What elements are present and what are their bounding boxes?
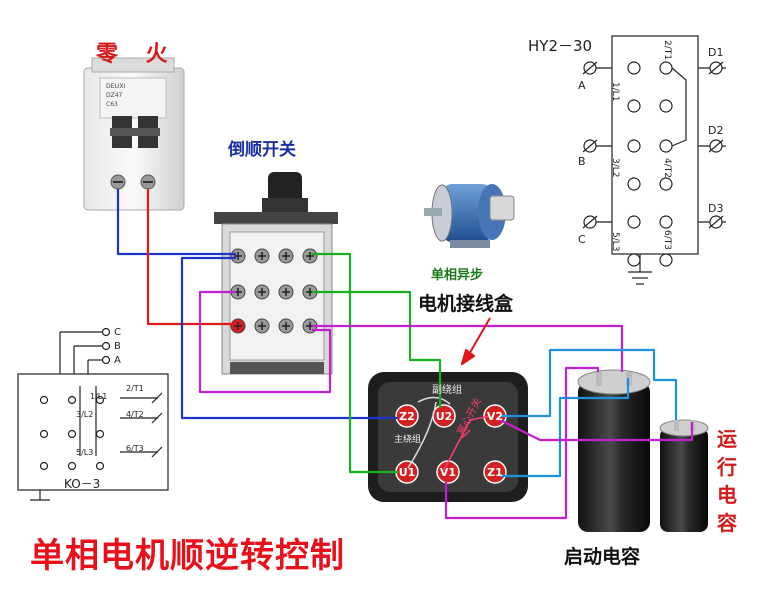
hy-contact xyxy=(659,99,673,113)
hy-inner-label: 6/T3 xyxy=(662,230,672,250)
hy-right-label: D3 xyxy=(708,202,724,215)
switch-terminal-grid xyxy=(230,248,318,334)
ko-input-terminal xyxy=(101,341,111,351)
ko-contact xyxy=(39,429,49,439)
motor-terminal-circle xyxy=(483,460,507,484)
hy-contact xyxy=(627,253,641,267)
run-capacitor-label: 运行电容 xyxy=(717,427,737,535)
motor-terminal-label: Z1 xyxy=(487,466,503,479)
wires xyxy=(116,189,694,520)
ko-input-terminal xyxy=(101,327,111,337)
motor-terminal-circle xyxy=(395,404,419,428)
wire-lightblue-v2 xyxy=(500,348,678,420)
reversing-switch xyxy=(214,172,338,375)
wire-magenta-v1 xyxy=(444,366,600,520)
ko-contact xyxy=(95,461,105,471)
motor-terminal-label: U1 xyxy=(398,466,416,479)
hy-left-label: B xyxy=(578,155,586,168)
motor-terminal-label: Z2 xyxy=(399,410,415,423)
hy-inner-label: 3/L2 xyxy=(610,158,620,178)
hy-inner-label: 5/L3 xyxy=(610,232,620,252)
ko-inner-label: 5/L3 xyxy=(76,448,94,457)
junction-box-label: 电机接线盒 xyxy=(418,293,514,315)
run-capacitor xyxy=(659,419,709,532)
pointer-arrow xyxy=(467,317,491,357)
hy-contact xyxy=(627,215,641,229)
ko-input-label: A xyxy=(114,355,121,366)
hy-right-label: D2 xyxy=(708,124,724,137)
wire-green-u2 xyxy=(312,290,442,408)
ko-inner-label: 2/T1 xyxy=(126,384,144,393)
aux-winding-label: 副绕组 xyxy=(432,385,462,396)
ko-inner-label: 6/T3 xyxy=(126,444,144,453)
wire-magenta-runcap xyxy=(499,419,694,442)
wire-blue-z2 xyxy=(180,256,398,420)
ko-input-terminal xyxy=(101,355,111,365)
hy-contact xyxy=(659,215,673,229)
ko-contact xyxy=(67,461,77,471)
motor-terminal-grid xyxy=(395,404,507,484)
hy-schematic xyxy=(582,35,726,285)
hy-contact xyxy=(659,177,673,191)
motor-terminal-label: U2 xyxy=(435,410,453,423)
start-capacitor-label: 启动电容 xyxy=(564,546,641,568)
breaker-rating: C63 xyxy=(106,101,118,108)
breaker-model: DZ47 xyxy=(106,92,123,99)
reversing-switch-label: 倒顺开关 xyxy=(228,140,296,160)
wire-red-live xyxy=(146,189,236,326)
ko-contact xyxy=(39,461,49,471)
ko-model-label: KO－3 xyxy=(64,477,101,491)
hy-contact xyxy=(627,139,641,153)
breaker-brand: DELIXI xyxy=(106,83,126,90)
zero-fire-label: 零 火 xyxy=(96,42,178,67)
wire-lightblue-z1 xyxy=(500,378,630,478)
hy-left-label: C xyxy=(578,233,586,246)
motor-junction-box xyxy=(368,372,528,502)
single-phase-label: 单相异步 xyxy=(431,268,484,283)
ko-contact xyxy=(39,395,49,405)
wire-blue-neutral xyxy=(116,189,236,256)
ko-inner-label: 3/L2 xyxy=(76,410,94,419)
hy-contact xyxy=(627,99,641,113)
single-phase-motor-image xyxy=(424,184,515,248)
hy-contact xyxy=(627,177,641,191)
circuit-breaker: DELIXI DZ47 C63 xyxy=(83,57,185,211)
ko-contact xyxy=(95,429,105,439)
ko-input-label: B xyxy=(114,341,121,352)
ko-inner-label: 1/L1 xyxy=(90,392,108,401)
hy-contact xyxy=(659,253,673,267)
ko-input-label: C xyxy=(114,327,121,338)
wire-magenta-loop-left xyxy=(198,290,332,394)
motor-terminal-label: V1 xyxy=(439,466,457,479)
main-winding-label: 主绕组 xyxy=(394,435,422,445)
hy-inner-label: 2/T1 xyxy=(662,40,672,60)
hy-right-label: D1 xyxy=(708,46,724,59)
wire-magenta-v2 xyxy=(312,324,624,372)
hy-inner-label: 1/L1 xyxy=(610,82,620,102)
hy-contact xyxy=(659,139,673,153)
hy-left-label: A xyxy=(578,79,586,92)
ko-contact xyxy=(67,429,77,439)
diagram-title: 单相电机顺逆转控制 xyxy=(30,536,345,576)
ko-contact xyxy=(67,395,77,405)
hy-inner-label: 4/T2 xyxy=(662,158,672,178)
hy-model-label: HY2－30 xyxy=(528,37,593,55)
hy-contact xyxy=(627,61,641,75)
ko-schematic xyxy=(17,327,169,501)
hy-contact xyxy=(659,61,673,75)
motor-terminal-label: V2 xyxy=(486,410,504,423)
wire-green-u1 xyxy=(312,252,398,474)
ko-inner-label: 4/T2 xyxy=(126,410,144,419)
start-capacitor xyxy=(577,369,651,532)
